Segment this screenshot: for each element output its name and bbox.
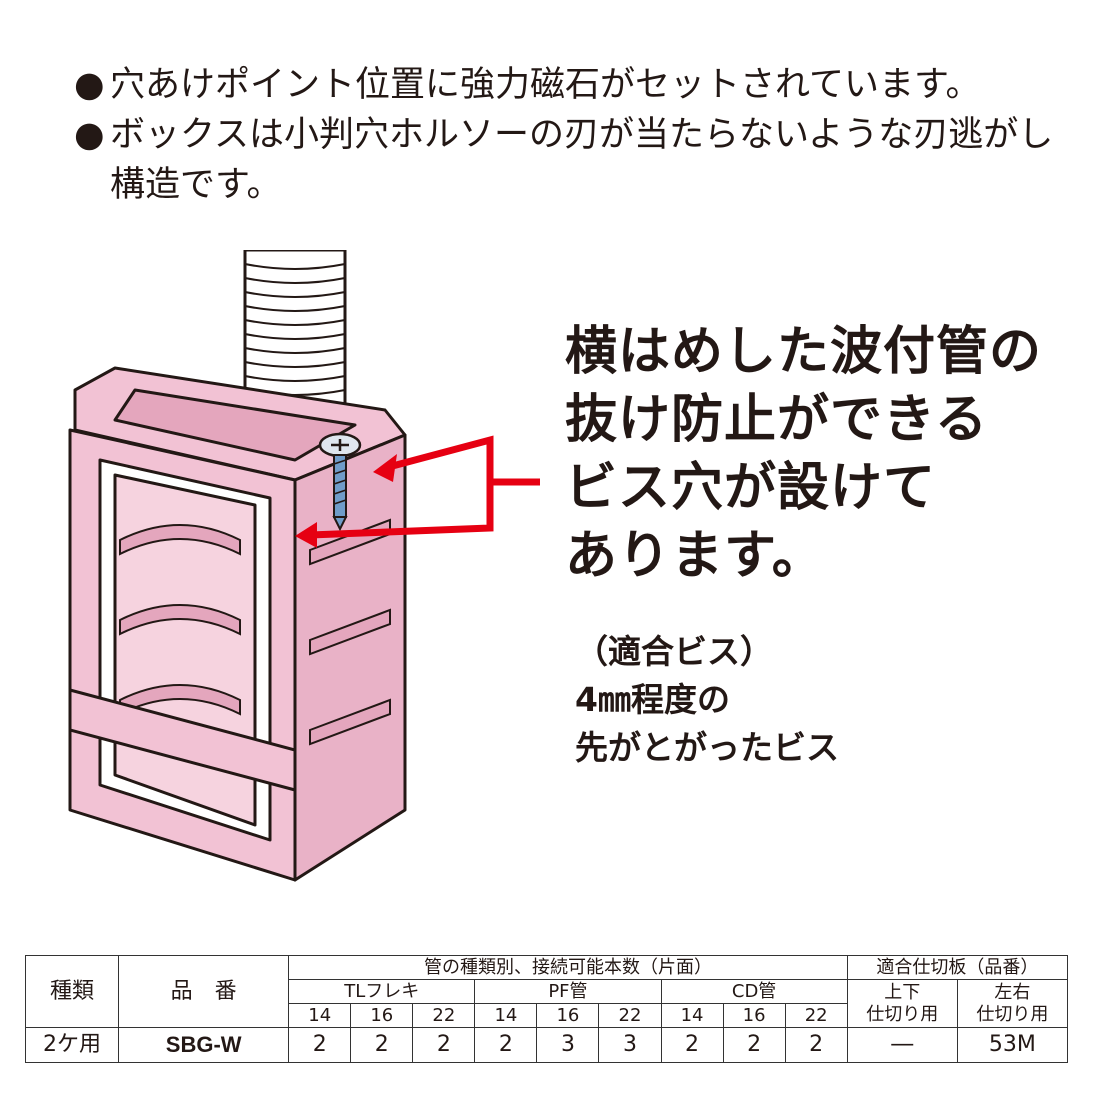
header-group-pf: PF管 — [474, 979, 662, 1004]
header-partition-leftright: 左右 仕切り用 — [956, 979, 1069, 1028]
header-size: 14 — [660, 1003, 724, 1028]
header-pipe: 管の種類別、接続可能本数（片面） — [288, 955, 848, 980]
cell-count: 2 — [350, 1027, 414, 1063]
partition-label: 左右 — [994, 981, 1031, 1003]
cell-count: 3 — [536, 1027, 600, 1063]
header-partition-updown: 上下 仕切り用 — [846, 979, 958, 1028]
bullet-item: ● 穴あけポイント位置に強力磁石がセットされています。 — [74, 60, 1074, 110]
header-group-cd: CD管 — [660, 979, 848, 1004]
table-header-row: TLフレキ PF管 CD管 上下 仕切り用 左右 仕切り用 — [26, 979, 1069, 1028]
partition-label: 仕切り用 — [976, 1003, 1049, 1025]
cell-type: 2ケ用 — [24, 1027, 120, 1063]
callout-line: 横はめした波付管の — [565, 322, 1043, 382]
header-size: 14 — [474, 1003, 538, 1028]
cell-count: 2 — [784, 1027, 848, 1063]
bullet-text: 穴あけポイント位置に強力磁石がセットされています。 — [110, 65, 981, 105]
partition-label: 仕切り用 — [866, 1003, 939, 1025]
header-type: 種類 — [24, 955, 120, 1028]
table-header-row: 種類 品 番 管の種類別、接続可能本数（片面） 適合仕切板（品番） — [24, 955, 1069, 1028]
cell-partition-leftright: 53M — [956, 1027, 1069, 1063]
cell-count: 2 — [660, 1027, 724, 1063]
table-row: 2ケ用 SBG-W 2 2 2 2 3 3 2 2 2 ― 53M — [24, 1027, 1069, 1063]
partition-label: 上下 — [884, 981, 921, 1003]
feature-bullets: ● 穴あけポイント位置に強力磁石がセットされています。 ● ボックスは小判穴ホル… — [74, 60, 1074, 210]
header-partition: 適合仕切板（品番） — [846, 955, 1069, 980]
cell-count: 2 — [474, 1027, 538, 1063]
arrow-icon — [309, 435, 540, 539]
header-size: 22 — [784, 1003, 848, 1028]
bullet-item: ● ボックスは小判穴ホルソーの刃が当たらないような刃逃がし構造です。 — [74, 110, 1074, 210]
screw-note-line: （適合ビス） — [575, 632, 773, 671]
screw-note-line: 先がとがったビス — [575, 728, 839, 767]
screw-icon — [318, 432, 362, 532]
header-size: 16 — [350, 1003, 414, 1028]
header-size: 14 — [288, 1003, 352, 1028]
bullet-marker: ● — [74, 115, 105, 155]
header-size: 16 — [722, 1003, 786, 1028]
screw-note-line: 4㎜程度の — [575, 680, 730, 719]
arrowhead-lower — [295, 522, 317, 548]
header-size: 22 — [412, 1003, 476, 1028]
screw-note: （適合ビス） 4㎜程度の 先がとがったビス — [575, 628, 839, 772]
callout-line: 抜け防止ができる — [565, 390, 988, 450]
bullet-text: ボックスは小判穴ホルソーの刃が当たらないような刃逃がし構造です。 — [110, 115, 1054, 205]
table-header-row: 14 16 22 14 16 22 14 16 22 — [26, 1003, 1068, 1028]
header-group-tl: TLフレキ — [288, 979, 476, 1004]
cell-count: 2 — [412, 1027, 476, 1063]
cell-count: 2 — [722, 1027, 786, 1063]
header-size: 22 — [598, 1003, 662, 1028]
cell-count: 2 — [288, 1027, 352, 1063]
header-size: 16 — [536, 1003, 600, 1028]
callout-line: ビス穴が設けて — [565, 458, 937, 518]
box-bottom-band — [68, 688, 297, 792]
bullet-marker: ● — [74, 65, 105, 105]
spec-table: 種類 品 番 管の種類別、接続可能本数（片面） 適合仕切板（品番） TLフレキ … — [24, 955, 1069, 1063]
callout-line: あります。 — [565, 526, 825, 586]
callout-text: 横はめした波付管の 抜け防止ができる ビス穴が設けて あります。 — [565, 318, 1042, 590]
header-model: 品 番 — [118, 955, 290, 1028]
switch-box-illustration — [68, 250, 540, 882]
cell-model: SBG-W — [118, 1027, 290, 1063]
cell-partition-updown: ― — [846, 1027, 958, 1063]
arrowhead-upper — [373, 454, 397, 482]
cell-count: 3 — [598, 1027, 662, 1063]
